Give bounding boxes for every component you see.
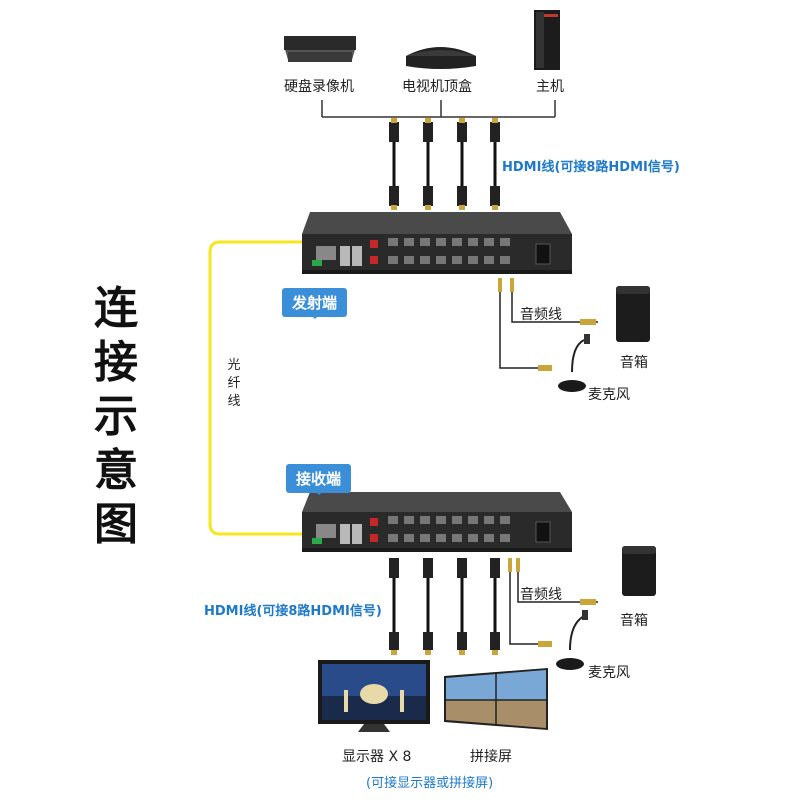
speaker-label-bottom: 音箱 (620, 613, 648, 629)
display-note: (可接显示器或拼接屏) (366, 776, 494, 791)
source-bracket (321, 100, 556, 118)
microphone-icon (556, 610, 588, 670)
pc-label: 主机 (536, 79, 564, 95)
fiber-label: 光 纤 线 (226, 357, 242, 411)
diagram-title: 连 接 示 意 图 (92, 282, 140, 552)
transmitter-badge: 发射端 (282, 288, 348, 319)
audio-cable-label-bottom: 音频线 (520, 587, 562, 603)
microphone-icon (558, 334, 590, 392)
hdmi-cables-bottom (389, 558, 500, 655)
audio-cables-bottom (508, 558, 598, 647)
title-char: 连 (94, 283, 138, 334)
mic-label-bottom: 麦克风 (588, 665, 630, 681)
stb-label: 电视机顶盒 (402, 79, 472, 95)
monitor-icon (318, 660, 430, 732)
receiver-badge: 接收端 (286, 464, 352, 495)
speaker-label-top: 音箱 (620, 355, 648, 371)
title-char: 示 (94, 391, 138, 442)
fiber-char: 线 (227, 394, 241, 409)
pc-tower-icon (534, 10, 560, 70)
mic-label-top: 麦克风 (588, 387, 630, 403)
hdmi-label-top: HDMI线(可接8路HDMI信号) (502, 160, 680, 175)
monitor-label: 显示器 X 8 (342, 749, 412, 765)
fiber-char: 纤 (227, 376, 241, 391)
set-top-box-icon (406, 47, 476, 69)
title-char: 意 (94, 445, 138, 496)
fiber-char: 光 (227, 358, 241, 373)
transmitter-device (302, 212, 572, 274)
hdmi-label-bottom: HDMI线(可接8路HDMI信号) (204, 604, 382, 619)
videowall-label: 拼接屏 (470, 749, 512, 765)
audio-cable-label-top: 音频线 (520, 307, 562, 323)
speaker-icon (622, 546, 656, 596)
hdmi-cables-top (389, 118, 500, 210)
receiver-device (302, 492, 572, 552)
title-char: 图 (94, 499, 138, 550)
fiber-cable (208, 240, 302, 536)
title-char: 接 (94, 337, 138, 388)
speaker-icon (616, 286, 650, 342)
dvr-label: 硬盘录像机 (284, 79, 354, 95)
video-wall-icon (444, 668, 548, 730)
dvr-icon (284, 36, 356, 62)
audio-cables-top (498, 278, 598, 371)
